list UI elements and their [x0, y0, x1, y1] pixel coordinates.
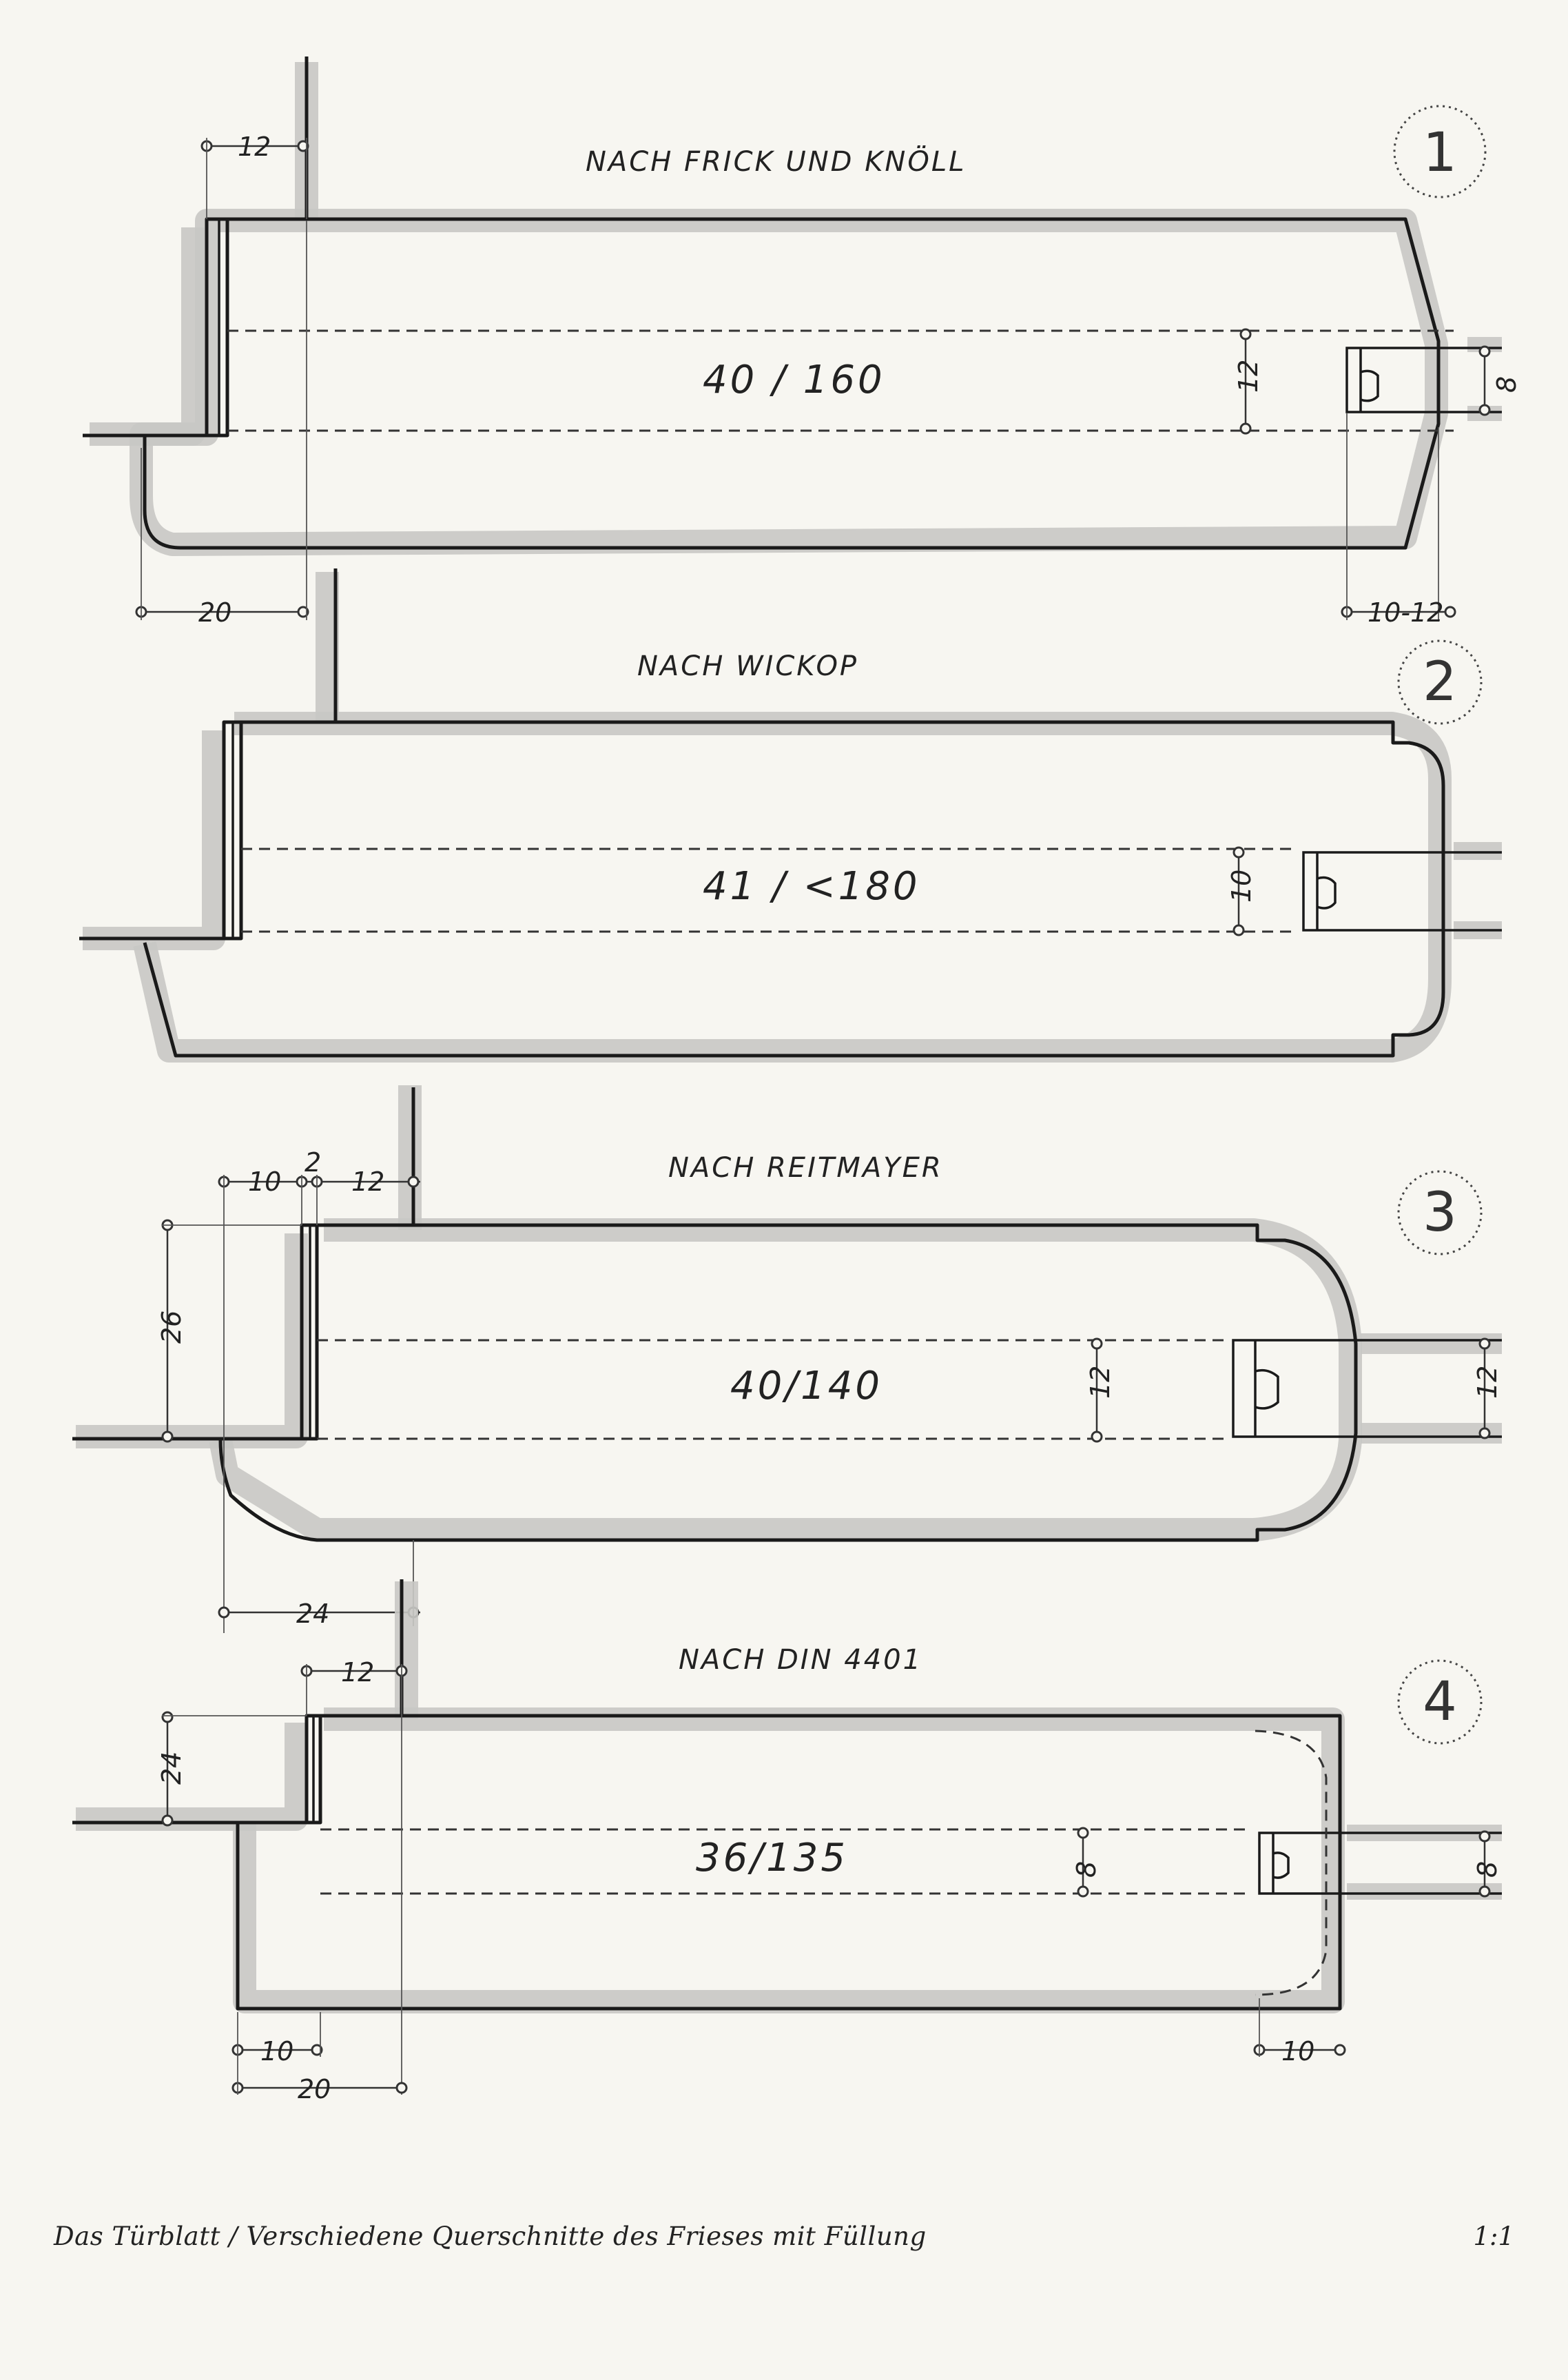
dim-4-groove: 8 [1071, 1861, 1102, 1878]
section-3: NACH REITMAYER 40/140 10 2 12 26 12 12 2… [72, 1085, 1503, 1633]
frieze-outline-4 [236, 1714, 1342, 2011]
dim-1-bottom-right: 10-12 [1368, 597, 1443, 628]
dim-4-top: 12 [341, 1657, 374, 1687]
frieze-outline-1 [143, 217, 1441, 550]
section-1-badge-ring [1393, 105, 1487, 198]
dim-4-bottom-right: 10 [1281, 2036, 1314, 2066]
dim-1-bottom-left: 20 [198, 597, 231, 628]
section-3-number: 3 [1423, 1182, 1457, 1244]
section-2-title: NACH WICKOP [637, 650, 858, 682]
section-4: NACH DIN 4401 36/135 12 24 8 8 10 20 10 … [72, 1579, 1503, 2104]
dim-3-bottom-left: 24 [296, 1599, 329, 1629]
dim-4-tongue: 8 [1472, 1861, 1503, 1878]
dim-3-groove: 12 [1085, 1366, 1115, 1399]
scale-label: 1:1 [1473, 2222, 1514, 2251]
section-3-title: NACH REITMAYER [668, 1152, 943, 1184]
section-3-spec: 40/140 [730, 1364, 883, 1408]
dim-4-left-height: 24 [156, 1752, 187, 1785]
section-2: NACH WICKOP 41 / <180 10 2 [79, 568, 1502, 1063]
frieze-outline-3 [218, 1223, 1358, 1542]
section-2-number: 2 [1423, 651, 1457, 713]
section-4-badge-ring [1397, 1659, 1483, 1745]
section-1-number: 1 [1423, 122, 1457, 184]
section-3-badge-ring [1397, 1170, 1483, 1255]
dim-4-bottom-a: 10 [260, 2036, 293, 2066]
section-2-spec: 41 / <180 [703, 864, 920, 909]
dim-3-top-c: 12 [351, 1167, 384, 1197]
section-1: NACH FRICK UND KNÖLL 40 / 160 12 20 12 8… [83, 57, 1522, 628]
dim-4-bottom-b: 20 [298, 2074, 331, 2104]
dim-3-top-b: 2 [305, 1147, 321, 1178]
section-4-number: 4 [1423, 1671, 1457, 1733]
section-4-title: NACH DIN 4401 [679, 1644, 922, 1676]
dim-3-top-a: 10 [248, 1167, 281, 1197]
section-4-spec: 36/135 [696, 1836, 848, 1880]
dim-1-top-left: 12 [238, 132, 271, 162]
dim-2-groove: 10 [1226, 870, 1257, 903]
frieze-outline-2 [143, 720, 1445, 1058]
dim-3-tongue: 12 [1472, 1366, 1503, 1399]
section-2-badge-ring [1397, 639, 1483, 725]
figure-caption: Das Türblatt / Verschiedene Querschnitte… [54, 2222, 927, 2251]
section-1-spec: 40 / 160 [703, 358, 885, 402]
dim-1-tongue: 8 [1492, 376, 1522, 393]
dim-3-left-height: 26 [156, 1311, 187, 1344]
section-1-title: NACH FRICK UND KNÖLL [586, 145, 966, 178]
dim-1-groove: 12 [1233, 360, 1263, 393]
